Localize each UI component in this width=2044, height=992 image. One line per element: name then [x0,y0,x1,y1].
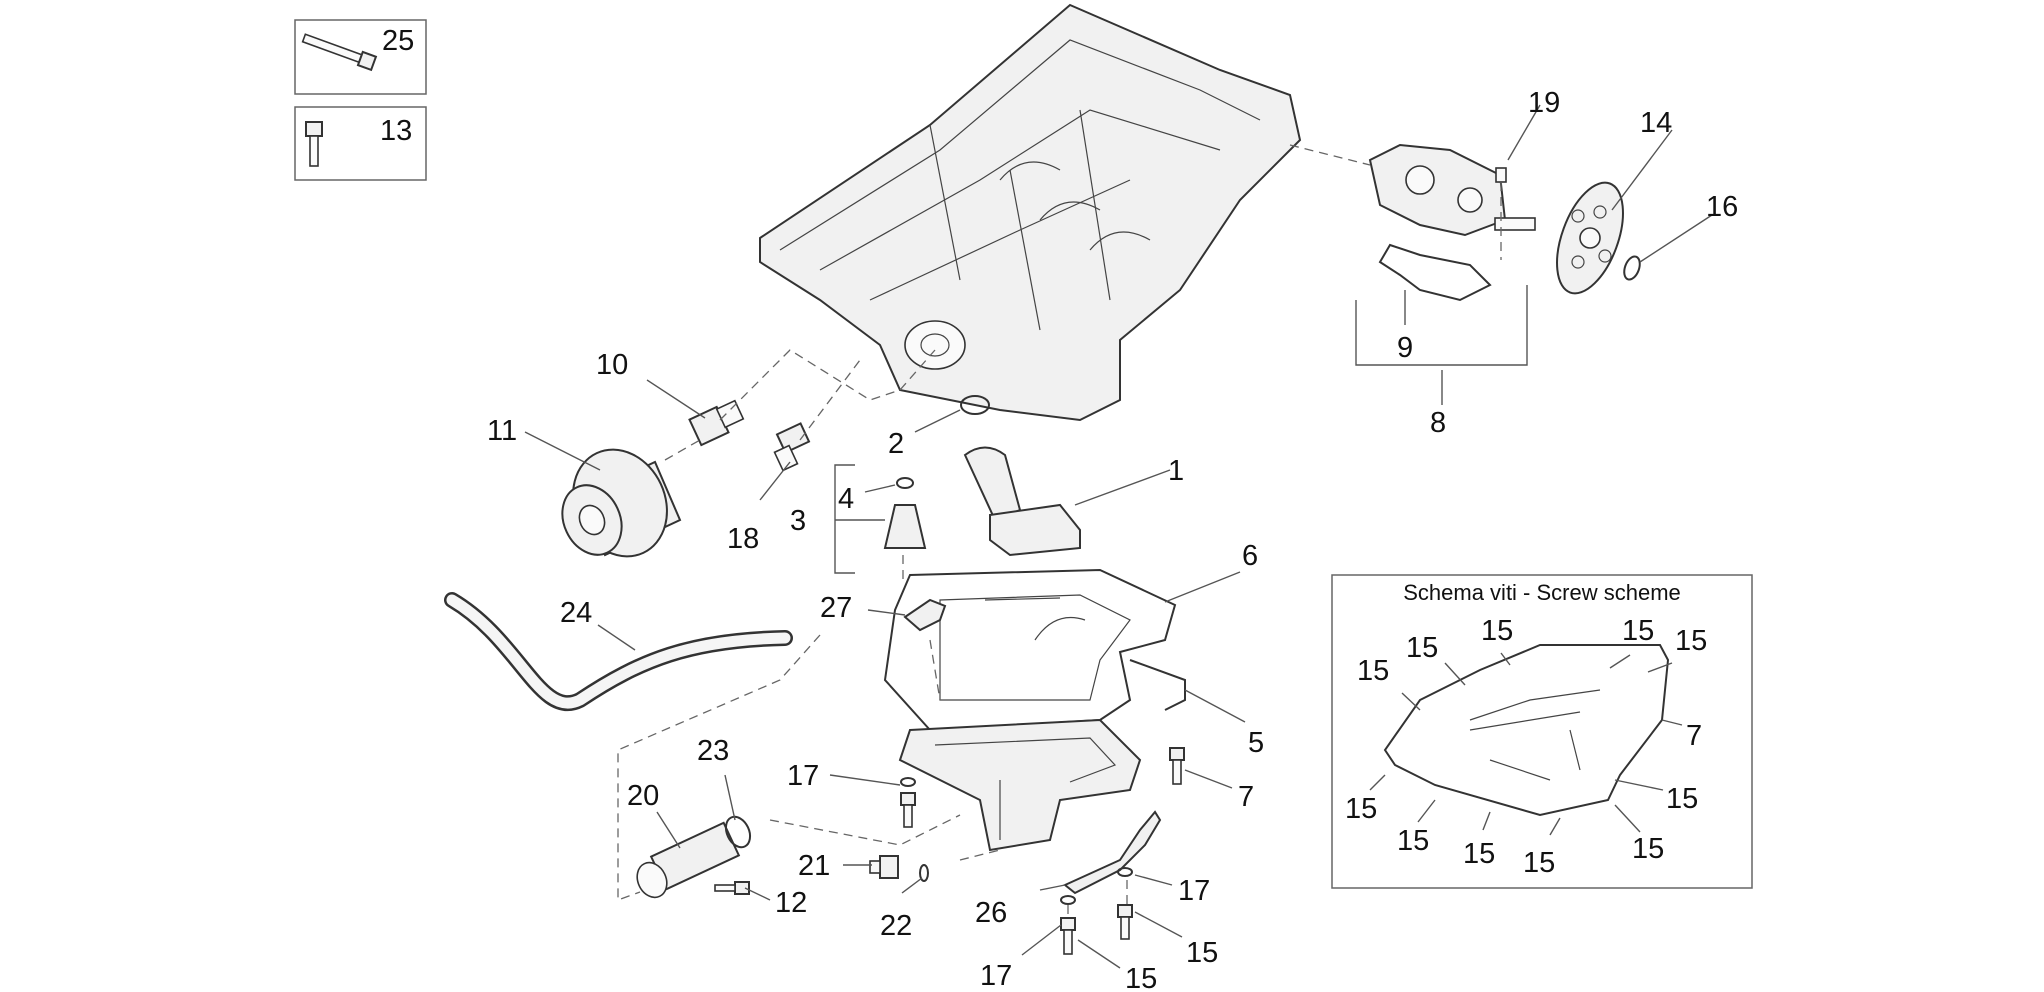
valve-20 [636,821,741,899]
scheme-callout-7: 7 [1686,720,1702,752]
oil-pan [898,718,1142,852]
callout-25: 25 [382,25,414,57]
scheme-callout-15-5: 15 [1675,625,1707,657]
bracket-26 [1063,810,1162,895]
callout-18: 18 [727,523,759,555]
callout-15b: 15 [1125,963,1157,992]
circlip-16 [1623,255,1641,281]
callout-16: 16 [1706,191,1738,223]
scheme-callout-15-2: 15 [1406,632,1438,664]
washer-17c [1060,895,1076,905]
oil-filter-11 [561,448,682,558]
scheme-gasket [1383,644,1670,817]
scheme-callout-15-6: 15 [1666,783,1698,815]
callout-11: 11 [487,415,517,447]
sprocket-14 [1556,181,1624,295]
callout-24: 24 [560,597,592,629]
oil-pump [1368,143,1536,237]
callout-12: 12 [775,887,807,919]
callout-5: 5 [1248,727,1264,759]
callout-8: 8 [1430,407,1446,439]
inset-box-screw-13 [294,106,427,181]
gasket-9 [1378,243,1492,302]
callout-1: 1 [1168,455,1184,487]
seal-ring-2 [960,395,990,415]
oil-hose-24 [444,592,793,711]
scheme-callout-15-9: 15 [1463,838,1495,870]
group-bracket-3 [834,464,855,574]
scheme-callout-15-4: 15 [1622,615,1654,647]
scheme-callout-15-11: 15 [1632,833,1664,865]
filler-cap-3 [883,504,927,549]
oil-pickup-1 [963,446,1081,557]
scheme-callout-15-1: 15 [1357,655,1389,687]
leader-lines [524,104,1713,969]
callout-6: 6 [1242,540,1258,572]
screw-15b [1060,917,1076,955]
sensor-18 [773,422,811,472]
callout-17b: 17 [1178,875,1210,907]
callout-22: 22 [880,910,912,942]
o-ring-4 [896,477,914,489]
callout-15a: 15 [1186,937,1218,969]
callout-27: 27 [820,592,852,624]
o-ring-23 [724,815,752,849]
oil-pan-gasket-6 [883,568,1177,732]
screw-7 [1169,747,1185,785]
callout-9: 9 [1397,332,1413,364]
pin-19 [1495,167,1507,183]
screw-12 [714,881,750,895]
scheme-callout-15-10: 15 [1523,847,1555,879]
crankcase [759,3,1302,422]
group-bracket-8 [1355,285,1528,366]
callout-13: 13 [380,115,412,147]
callout-26: 26 [975,897,1007,929]
scheme-callout-15-3: 15 [1481,615,1513,647]
callout-21: 21 [798,850,830,882]
screw-15a [1117,904,1133,940]
callout-2: 2 [888,428,904,460]
inset-box-screw-25 [294,19,427,95]
screw-17a [900,777,916,828]
callout-3: 3 [790,505,806,537]
callout-17a: 17 [787,760,819,792]
washer-17b [1117,867,1133,877]
scheme-callout-15-8: 15 [1397,825,1429,857]
fitting-10 [688,399,745,447]
screw-scheme-box [1331,574,1753,889]
callout-14: 14 [1640,107,1672,139]
screw-scheme-title: Schema viti - Screw scheme [1403,580,1681,605]
callout-19: 19 [1528,87,1560,119]
callout-7: 7 [1238,781,1254,813]
callout-17c: 17 [980,960,1012,992]
callout-20: 20 [627,780,659,812]
bracket-27 [903,598,947,632]
callout-4: 4 [838,483,854,515]
scheme-leader-lines [1369,652,1683,836]
plug-21 [869,855,899,879]
washer-22 [919,864,929,882]
scheme-callout-15-7: 15 [1345,793,1377,825]
pan-seal-5 [1129,659,1186,711]
callout-10: 10 [596,349,628,381]
assembly-lines [617,144,1502,918]
callout-23: 23 [697,735,729,767]
